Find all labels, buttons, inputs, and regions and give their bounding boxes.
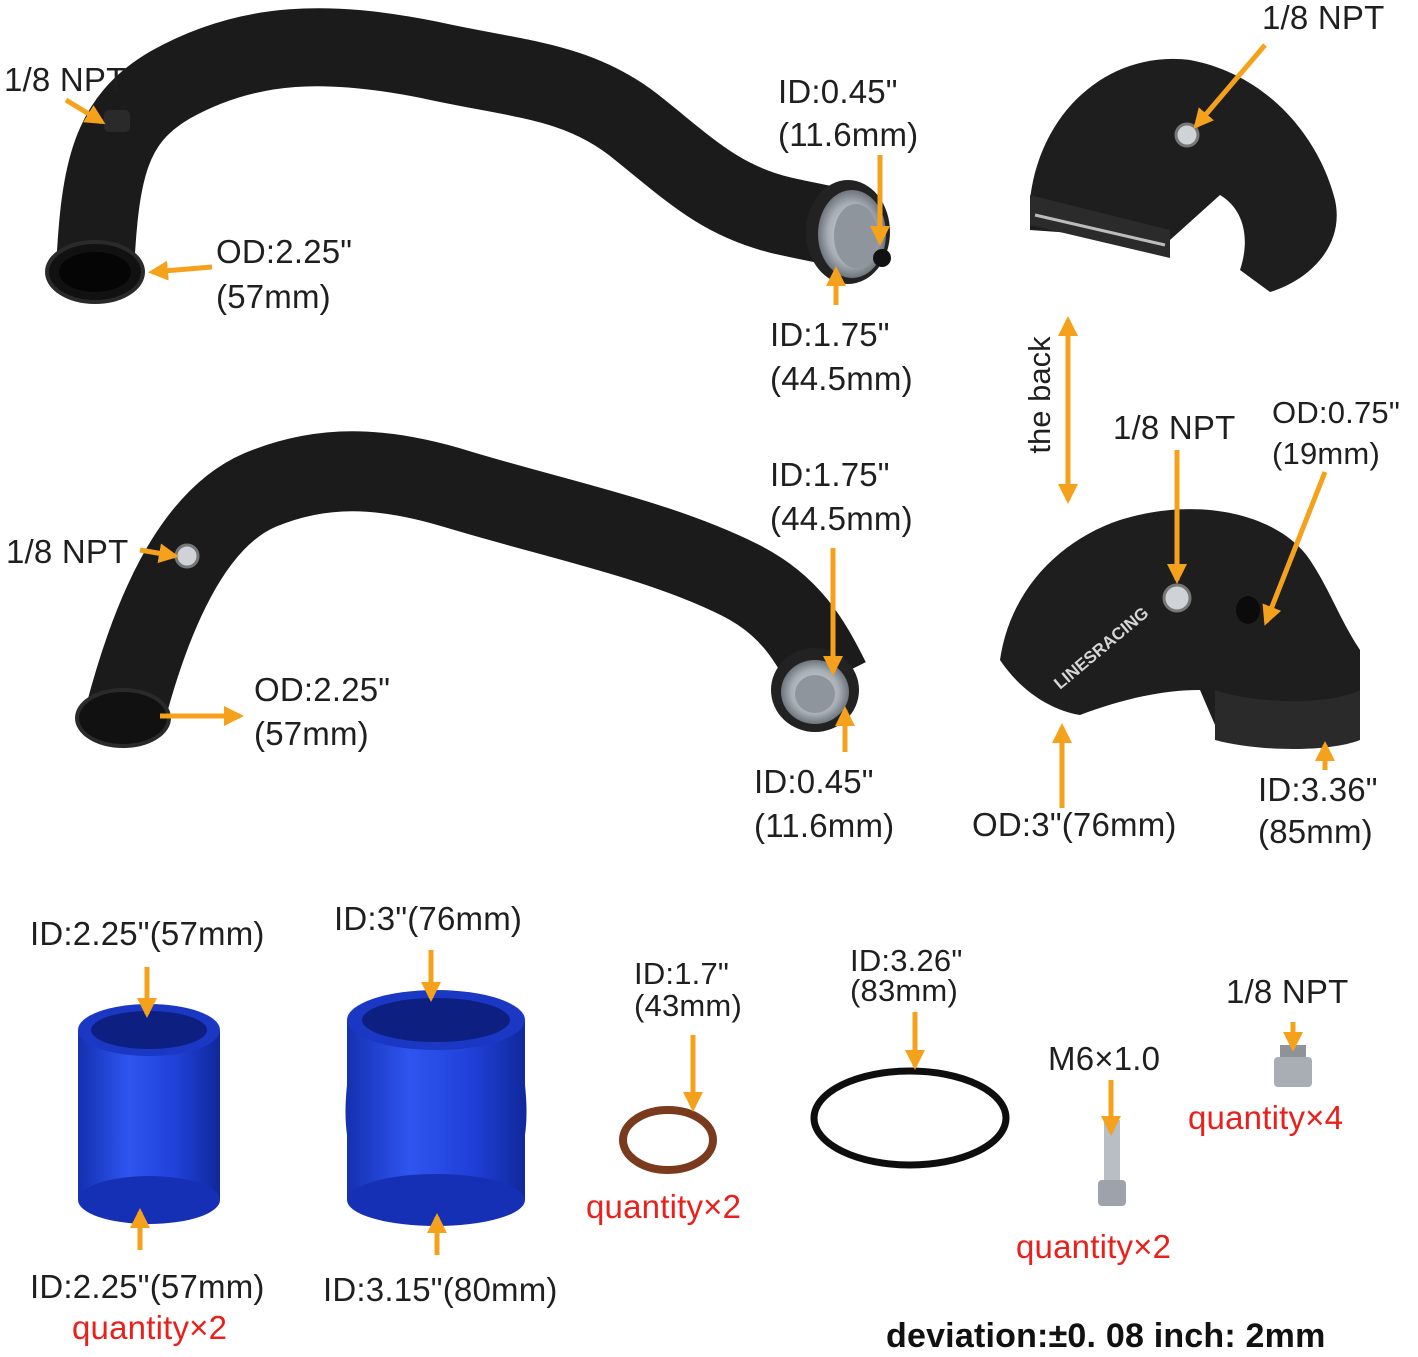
top-pipe-id-small-label: ID:0.45" [778, 73, 898, 110]
mid-pipe-od-label: OD:2.25" [254, 671, 391, 708]
top-pipe-od-label: OD:2.25" [216, 233, 353, 270]
plug-quantity-label: quantity×4 [1188, 1099, 1344, 1136]
deviation-note: deviation:±0. 08 inch: 2mm [886, 1317, 1326, 1355]
hose2-top-label: ID:3"(76mm) [334, 900, 523, 937]
top-pipe-id-large-mm-label: (44.5mm) [770, 360, 913, 397]
hose1-bottom-label: ID:2.25"(57mm) [30, 1268, 265, 1305]
oring-small-id-mm-label: (43mm) [634, 988, 742, 1023]
bolt-quantity-label: quantity×2 [1016, 1228, 1172, 1265]
hose-reducer-76-80mm [345, 990, 527, 1226]
elbow-back-view [1030, 58, 1337, 292]
hose-coupler-57mm [78, 1004, 220, 1224]
top-pipe-npt-label: 1/8 NPT [4, 61, 127, 98]
oring-small [619, 1106, 717, 1174]
oring-large [810, 1067, 1010, 1169]
hose2-bottom-label: ID:3.15"(80mm) [323, 1271, 558, 1308]
elbow-front-port-od-label: OD:0.75" [1272, 395, 1401, 430]
middle-charge-pipe [75, 431, 866, 748]
top-charge-pipe [45, 8, 891, 304]
mid-pipe-npt-label: 1/8 NPT [6, 533, 129, 570]
bolt-m6 [1098, 1120, 1126, 1206]
bolt-label: M6×1.0 [1048, 1040, 1161, 1077]
the-back-label: the back [1022, 336, 1057, 454]
oring-small-quantity-label: quantity×2 [586, 1188, 742, 1225]
top-pipe-id-small-mm-label: (11.6mm) [778, 116, 919, 153]
mid-pipe-id-large-label: ID:1.75" [770, 456, 890, 493]
elbow-front-npt-label: 1/8 NPT [1113, 409, 1236, 446]
elbow-front-id-mm-label: (85mm) [1258, 813, 1373, 850]
elbow-front-id-label: ID:3.36" [1258, 771, 1378, 808]
hose1-top-label: ID:2.25"(57mm) [30, 915, 265, 952]
hose1-quantity-label: quantity×2 [72, 1309, 228, 1346]
npt-plug [1274, 1045, 1312, 1087]
elbow-front-port-od-mm-label: (19mm) [1272, 436, 1380, 471]
oring-large-id-label: ID:3.26" [850, 943, 963, 978]
plug-label: 1/8 NPT [1226, 973, 1349, 1010]
callout-arrows [64, 43, 1335, 1255]
mid-pipe-id-small-label: ID:0.45" [754, 763, 874, 800]
top-pipe-od-mm-label: (57mm) [216, 278, 331, 315]
mid-pipe-id-large-mm-label: (44.5mm) [770, 500, 913, 537]
elbow-front-view: LINESRACING [1000, 509, 1360, 749]
elbow-back-npt-label: 1/8 NPT [1262, 0, 1385, 36]
top-pipe-id-large-label: ID:1.75" [770, 316, 890, 353]
mid-pipe-od-mm-label: (57mm) [254, 715, 369, 752]
oring-large-id-mm-label: (83mm) [850, 973, 958, 1008]
oring-small-id-label: ID:1.7" [634, 956, 730, 991]
elbow-front-od-label: OD:3"(76mm) [972, 806, 1177, 843]
mid-pipe-id-small-mm-label: (11.6mm) [754, 807, 895, 844]
